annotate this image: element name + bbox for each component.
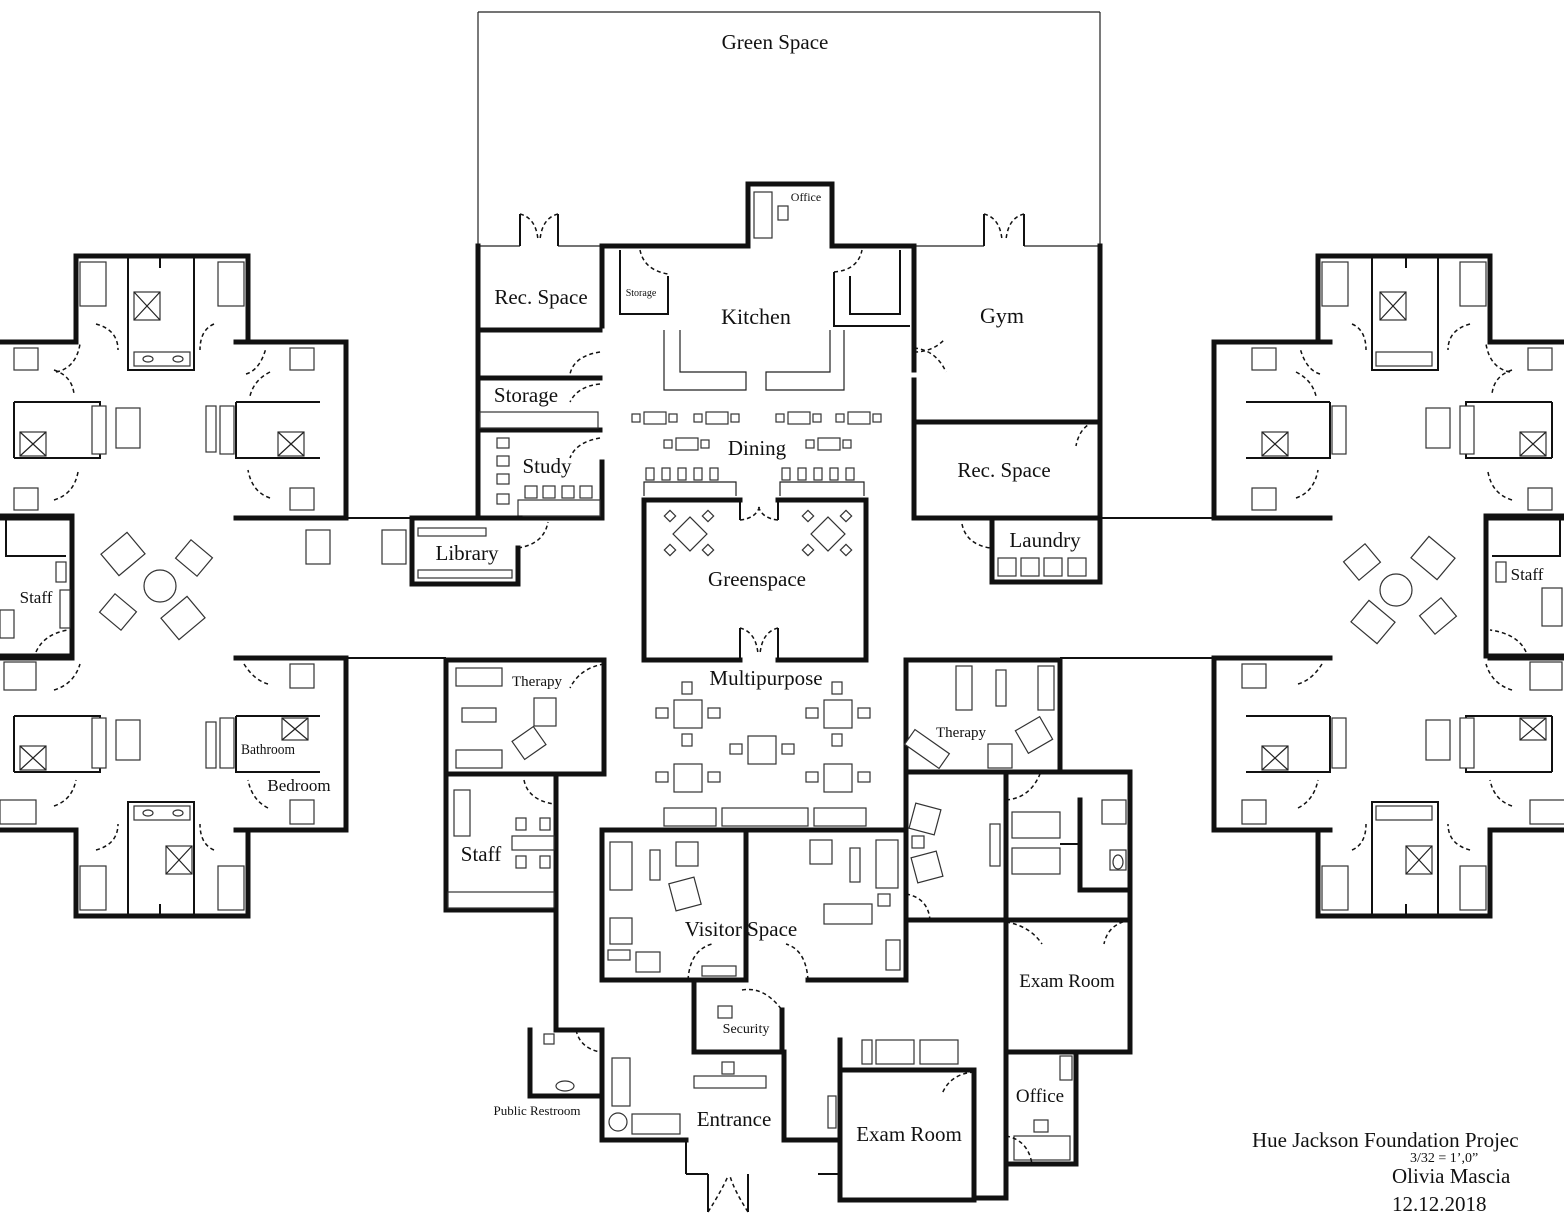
label-storage: Storage: [494, 383, 558, 407]
label-staff-left-wing: Staff: [20, 588, 53, 607]
multipurpose-tables: [655, 681, 871, 827]
label-rec-space-right: Rec. Space: [957, 458, 1050, 482]
label-rec-space-left: Rec. Space: [494, 285, 587, 309]
drawing-date: 12.12.2018: [1392, 1192, 1487, 1216]
residential-wing-left: [0, 253, 349, 919]
courtyard-table-left: [663, 509, 715, 557]
label-staff-right-wing: Staff: [1511, 565, 1544, 584]
residential-wing-right-body: [1211, 253, 1564, 919]
central-building-walls: [305, 181, 1214, 1213]
label-multipurpose: Multipurpose: [709, 666, 822, 690]
label-green-space: Green Space: [722, 30, 829, 54]
label-exam-room-lower: Exam Room: [856, 1122, 962, 1146]
label-exam-room-upper: Exam Room: [1019, 971, 1115, 992]
label-storage-small: Storage: [626, 288, 657, 299]
label-staff-center: Staff: [461, 842, 501, 866]
label-therapy-right: Therapy: [936, 725, 986, 741]
label-kitchen: Kitchen: [721, 304, 791, 329]
label-dining: Dining: [728, 436, 787, 460]
label-study: Study: [522, 454, 572, 478]
label-security: Security: [723, 1022, 770, 1037]
label-office-lower: Office: [1016, 1086, 1064, 1107]
project-title: Hue Jackson Foundation Projec: [1252, 1128, 1519, 1152]
label-entrance: Entrance: [697, 1107, 772, 1131]
room-labels: Green Space Office Storage Kitchen Gym R…: [20, 30, 1544, 1146]
label-gym: Gym: [980, 303, 1024, 328]
drawing-scale: 3/32 = 1’,0”: [1410, 1151, 1479, 1166]
label-office-top: Office: [791, 190, 821, 204]
label-bedroom: Bedroom: [267, 776, 330, 795]
label-laundry: Laundry: [1009, 528, 1081, 552]
label-library: Library: [436, 541, 499, 565]
label-greenspace: Greenspace: [708, 567, 806, 591]
green-space-outline: [477, 11, 1101, 247]
dining-tables: [631, 411, 882, 496]
label-visitor-space: Visitor Space: [685, 917, 797, 941]
label-bathroom: Bathroom: [241, 742, 295, 758]
author-name: Olivia Mascia: [1392, 1164, 1511, 1188]
label-public-restroom: Public Restroom: [493, 1103, 580, 1118]
label-therapy-left: Therapy: [512, 674, 562, 690]
courtyard-table-right: [801, 509, 853, 557]
